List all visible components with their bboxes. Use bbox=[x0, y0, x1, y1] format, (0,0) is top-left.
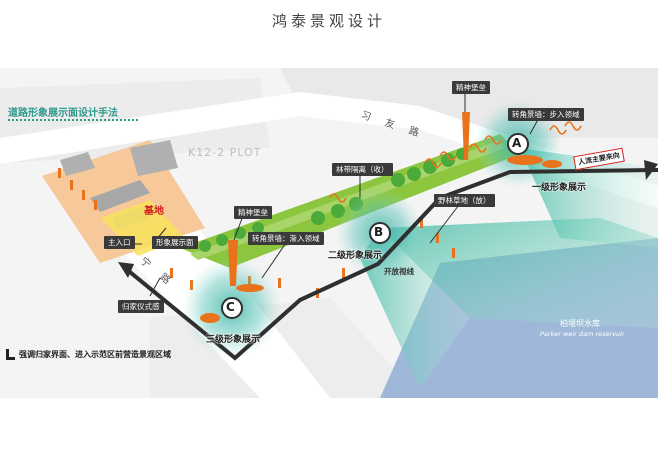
label-corner-c: 转角景墙：渐入领域 bbox=[248, 232, 324, 245]
label-image-face: 形象展示面 bbox=[152, 236, 198, 249]
page-title: 鸿泰景观设计 bbox=[0, 10, 658, 31]
label-lawn: 野林草地（放） bbox=[434, 194, 495, 207]
label-main-entry: 主入口 bbox=[104, 236, 135, 249]
site-label: 基地 bbox=[144, 202, 164, 217]
node-b-letter: B bbox=[374, 225, 383, 239]
section-title: 道路形象展示面设计手法 bbox=[8, 104, 118, 119]
zone-b-label: 二级形象展示 bbox=[328, 248, 382, 261]
label-forest-belt: 林带隔离（收） bbox=[332, 163, 393, 176]
label-spirit-fort-c: 精神堡垒 bbox=[234, 206, 272, 219]
legend-mark-icon bbox=[6, 349, 15, 360]
label-spirit-fort-a: 精神堡垒 bbox=[452, 81, 490, 94]
label-open-view: 开放视线 bbox=[384, 266, 414, 277]
plot-label: K12-2 PLOT bbox=[188, 146, 261, 159]
legend: 强调归家界面、进入示范区前营造景观区域 bbox=[6, 349, 171, 360]
legend-text: 强调归家界面、进入示范区前营造景观区域 bbox=[19, 350, 171, 359]
water-name-cn: 柏堰坝水库 bbox=[560, 318, 600, 329]
zone-a-label: 一级形象展示 bbox=[532, 180, 586, 193]
zone-c-label: 三级形象展示 bbox=[206, 332, 260, 345]
landscape-diagram: 道路形象展示面设计手法 K12-2 PLOT 基地 习 友 路 宁 路 柏堰坝水… bbox=[0, 68, 658, 398]
label-corner-a: 转角景墙：步入领域 bbox=[508, 108, 584, 121]
node-c-letter: C bbox=[226, 300, 235, 314]
title-underline bbox=[8, 119, 138, 121]
water-name-en: Parker weir dam reservoir bbox=[540, 330, 624, 338]
node-a-letter: A bbox=[512, 136, 521, 150]
label-homecoming: 归家仪式感 bbox=[118, 300, 164, 313]
